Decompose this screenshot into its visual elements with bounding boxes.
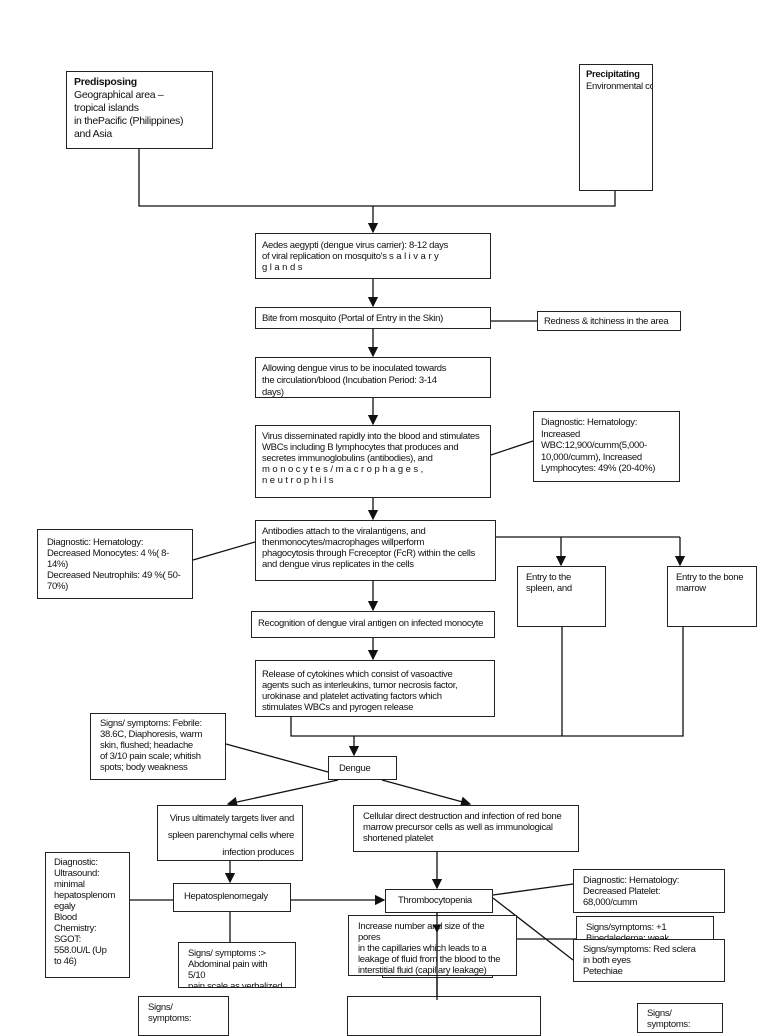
precipitating-text: Environmental conditions (open spaces wi… xyxy=(586,80,652,92)
hepatosplenomegaly-box: Hepatosplenomegaly xyxy=(173,883,291,912)
entry-spleen-box: Entry to the spleen, and xyxy=(517,566,606,627)
signs-symptoms-box-bottom-right: Signs/ symptoms: xyxy=(637,1003,723,1033)
virus-disseminated-box: Virus disseminated rapidly into the bloo… xyxy=(255,425,491,498)
precipitating-heading: Precipitating xyxy=(586,69,640,80)
liver-spleen-target-box: Virus ultimately targets liver and splee… xyxy=(157,805,303,861)
predisposing-heading: Predisposing xyxy=(74,76,137,88)
bottom-center-box xyxy=(347,996,541,1036)
diagnostic-wbc-box: Diagnostic: Hematology: Increased WBC:12… xyxy=(533,411,680,482)
aedes-aegypti-box: Aedes aegypti (dengue virus carrier): 8-… xyxy=(255,233,491,279)
bone-marrow-destruction-box: Cellular direct destruction and infectio… xyxy=(353,805,579,852)
recognition-box: Recognition of dengue viral antigen on i… xyxy=(251,611,495,638)
antibodies-box: Antibodies attach to the viralantigens, … xyxy=(255,520,496,581)
diagnostic-monocytes-box: Diagnostic: Hematology: Decreased Monocy… xyxy=(37,529,193,599)
disseminated-text: Virus disseminated rapidly into the bloo… xyxy=(262,431,480,464)
capillary-leakage-box: Increase number and size of the pores in… xyxy=(348,915,517,976)
diagnostic-platelet-box: Diagnostic: Hematology: Decreased Platel… xyxy=(573,869,725,913)
signs-symptoms-box-bottom-left: Signs/ symptoms: xyxy=(138,996,229,1036)
bite-box: Bite from mosquito (Portal of Entry in t… xyxy=(255,307,491,329)
bipedal-edema-signs-box: Signs/symptoms: +1 Bipedaledema; weak xyxy=(576,916,714,941)
abdominal-pain-signs-box: Signs/ symptoms :> Abdominal pain with 5… xyxy=(178,942,296,988)
febrile-signs-box: Signs/ symptoms: Febrile: 38.6C, Diaphor… xyxy=(90,713,226,780)
entry-bone-marrow-box: Entry to the bone marrow xyxy=(667,566,757,627)
aedes-text: Aedes aegypti (dengue virus carrier): 8-… xyxy=(262,240,449,262)
aedes-spaced-text: salivary glands xyxy=(262,251,442,273)
dengue-box: Dengue xyxy=(328,756,397,780)
cytokine-release-box: Release of cytokines which consist of va… xyxy=(255,660,495,717)
red-sclera-signs-box: Signs/symptoms: Red sclera in both eyes … xyxy=(573,939,725,982)
disseminated-spaced-text: monocytes/macrophages, neutrophils xyxy=(262,464,426,486)
redness-box: Redness & itchiness in the area xyxy=(537,311,681,331)
thrombocytopenia-box: Thrombocytopenia xyxy=(385,889,493,913)
inoculation-box: Allowing dengue virus to be inoculated t… xyxy=(255,357,491,398)
predisposing-text: Geographical area – tropical islands in … xyxy=(74,89,184,140)
diagnostic-ultrasound-box: Diagnostic: Ultrasound: minimal hepatosp… xyxy=(45,852,130,978)
